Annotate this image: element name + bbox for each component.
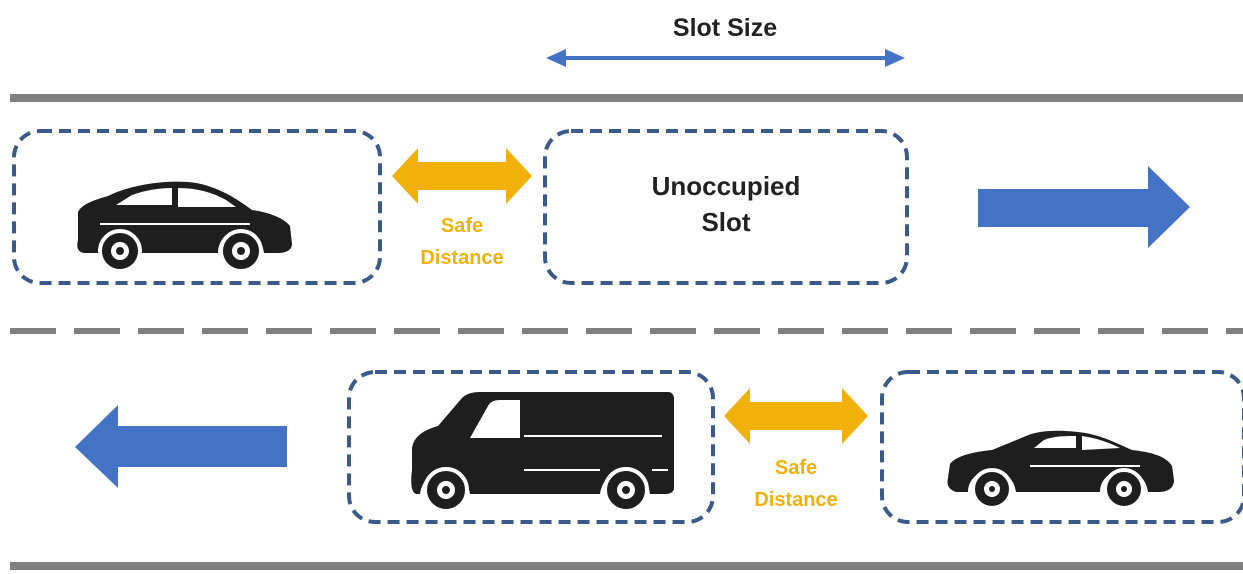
- unoccupied-slot-line1: Unoccupied: [651, 171, 801, 201]
- safe-distance-label-bottom: Safe Distance: [724, 452, 868, 516]
- safe-distance-top-line2: Distance: [420, 247, 504, 269]
- van-icon: [411, 392, 674, 513]
- unoccupied-slot-label: Unoccupied Slot: [546, 168, 906, 240]
- safe-distance-bottom-line1: Safe: [774, 457, 818, 479]
- slot-size-label: Slot Size: [672, 14, 778, 42]
- safe-distance-arrow-bottom: [724, 388, 868, 444]
- slot-car-top: [12, 129, 382, 285]
- safe-distance-arrow-top: [392, 148, 532, 204]
- unoccupied-slot-line2: Slot: [701, 207, 751, 237]
- safe-distance-bottom-line2: Distance: [754, 489, 838, 511]
- safe-distance-label-top: Safe Distance: [392, 210, 532, 274]
- safe-distance-top-line1: Safe: [440, 215, 484, 237]
- road-edge-bottom: [10, 562, 1243, 570]
- road-edge-top: [10, 94, 1243, 102]
- sports-car-icon: [947, 430, 1174, 510]
- direction-arrow-left: [75, 405, 287, 488]
- sedan-icon: [77, 181, 292, 273]
- slot-unoccupied: [543, 129, 909, 285]
- slot-size-arrow: [546, 49, 905, 67]
- slot-van: [347, 370, 715, 524]
- direction-arrow-right: [978, 166, 1190, 248]
- slot-car-bottom: [880, 370, 1243, 524]
